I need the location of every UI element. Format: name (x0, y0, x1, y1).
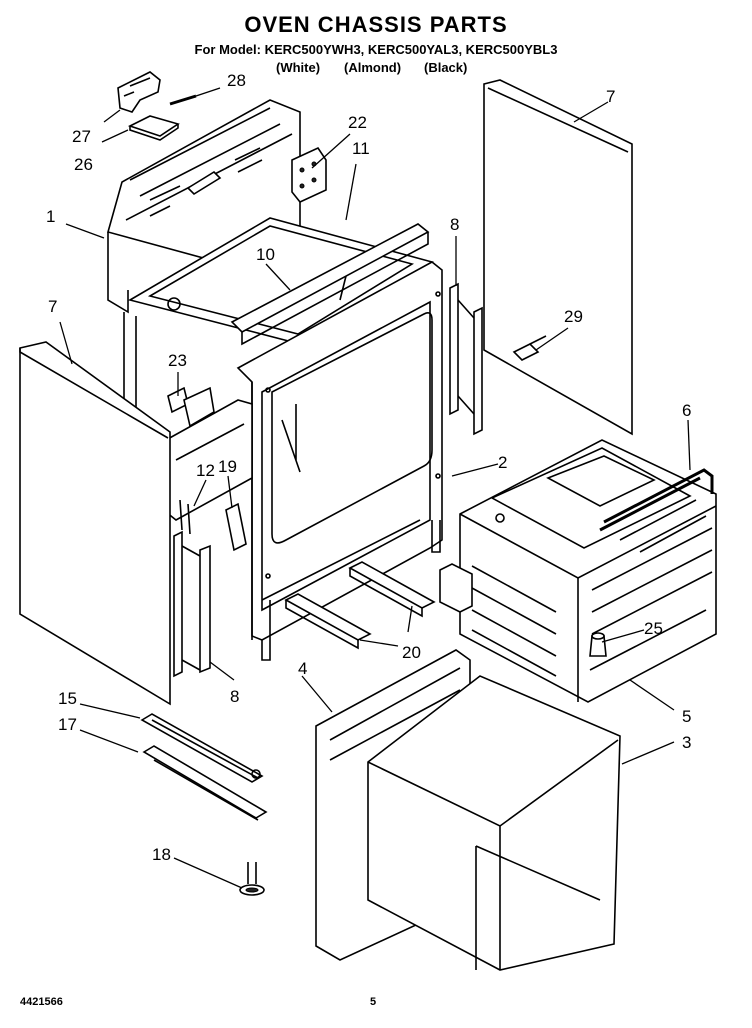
part-22-bracket (291, 146, 327, 203)
leader-lines (59, 87, 691, 889)
part-26-pad (127, 115, 180, 141)
chassis-frame (107, 99, 443, 661)
part-15-rail (140, 713, 264, 783)
variant-almond: (Almond) (344, 60, 402, 75)
part-6-oven-rack (599, 468, 714, 553)
part-7-left-panel (19, 341, 171, 706)
callout-3: 3 (682, 733, 692, 752)
callout-8-left: 8 (230, 687, 240, 706)
part-8-left-rail (173, 530, 211, 678)
page-title: OVEN CHASSIS PARTS (244, 12, 508, 37)
page-number: 5 (370, 996, 377, 1008)
part-29-screw (512, 335, 547, 361)
callout-20: 20 (402, 643, 421, 662)
part-27-clip (117, 71, 161, 113)
callout-8-right: 8 (450, 215, 460, 234)
part-25-bulb-socket (589, 632, 607, 657)
part-5-oven-cavity (439, 439, 717, 703)
callout-5: 5 (682, 707, 692, 726)
callout-25: 25 (644, 619, 663, 638)
callout-19: 19 (218, 457, 237, 476)
callout-26: 26 (74, 155, 93, 174)
callout-11: 11 (352, 139, 370, 158)
callout-22: 22 (348, 113, 367, 132)
part-12-strip (179, 499, 247, 552)
part-3-insulation (367, 675, 621, 971)
callout-29: 29 (564, 307, 583, 326)
callout-7-left: 7 (48, 297, 58, 316)
part-28-rod (169, 94, 197, 106)
part-7-right-panel (483, 79, 633, 436)
part-10-bar (230, 223, 430, 346)
callout-10: 10 (256, 245, 275, 264)
callout-15: 15 (58, 689, 77, 708)
variant-black: (Black) (424, 60, 468, 75)
part-8-right-rail (449, 282, 483, 436)
callout-23: 23 (168, 351, 187, 370)
callout-27: 27 (72, 127, 91, 146)
callout-18: 18 (152, 845, 171, 864)
part-17-rail (142, 745, 268, 821)
callout-6: 6 (682, 401, 692, 420)
callout-2: 2 (498, 453, 508, 472)
callout-12: 12 (196, 461, 215, 480)
part-23-clip (167, 386, 215, 428)
variant-white: (White) (276, 60, 321, 75)
callout-28: 28 (227, 71, 246, 90)
part-18-leveling-leg (239, 862, 265, 896)
document-number: 4421566 (20, 996, 63, 1008)
callout-17: 17 (58, 715, 77, 734)
callout-4: 4 (298, 659, 308, 678)
callout-7-right: 7 (606, 87, 616, 106)
model-list: For Model: KERC500YWH3, KERC500YAL3, KER… (194, 42, 558, 57)
callout-1: 1 (46, 207, 56, 226)
part-20-brackets (284, 561, 436, 650)
